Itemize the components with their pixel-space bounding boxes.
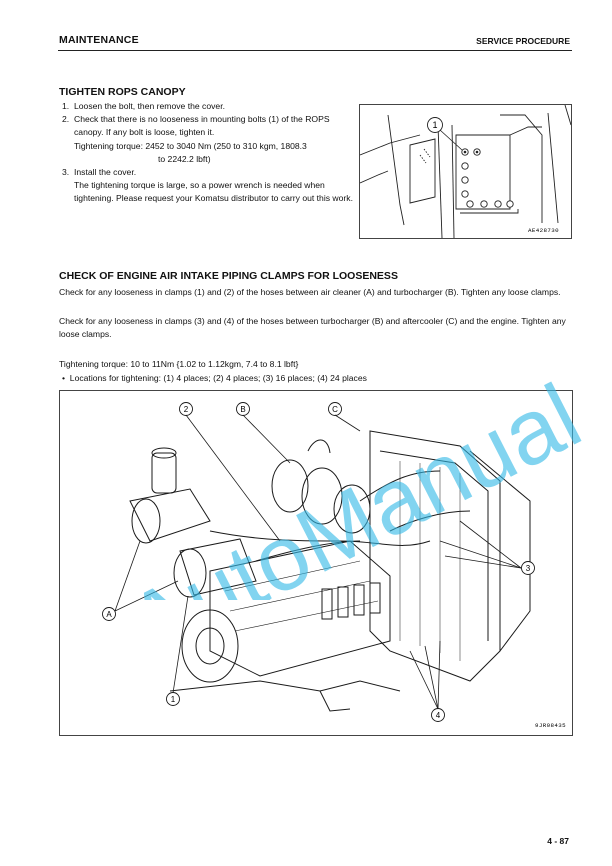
rops-callout-1: 1 — [432, 120, 437, 130]
callout-circle — [427, 117, 443, 133]
rops-step-2: 2. Check that there is no looseness in m… — [59, 113, 357, 166]
rops-step-1: 1. Loosen the bolt, then remove the cove… — [59, 100, 357, 113]
callout-1: 1 — [171, 695, 176, 704]
rops-steps: 1. Loosen the bolt, then remove the cove… — [59, 100, 357, 205]
rops-torque-line2: to 2242.2 lbft) — [158, 154, 211, 164]
engine-figure-code: 9JR08435 — [535, 722, 566, 729]
callout-B: B — [240, 405, 245, 414]
page-number: 4 - 87 — [547, 836, 569, 846]
step-number: 2. — [62, 114, 70, 124]
rops-figure: 1 AE428730 — [359, 104, 572, 239]
step-text: Check that there is no looseness in moun… — [74, 114, 330, 137]
rops-figure-code: AE428730 — [528, 227, 559, 234]
step-text: Install the cover. — [74, 167, 137, 177]
callout-4: 4 — [436, 711, 441, 720]
section-title: MAINTENANCE — [59, 34, 139, 46]
callout-C: C — [332, 405, 338, 414]
callout-3: 3 — [526, 564, 531, 573]
bullet-icon: • — [62, 373, 66, 383]
engine-paragraph-1: Check for any looseness in clamps (1) an… — [59, 287, 561, 297]
rops-torque: Tightening torque: 2452 to 3040 Nm (250 … — [74, 140, 357, 166]
header-rule — [58, 50, 572, 51]
step-number: 3. — [62, 167, 70, 177]
engine-drawing: 2 B C 3 A 1 4 9JR08435 — [102, 402, 566, 729]
engine-heading: CHECK OF ENGINE AIR INTAKE PIPING CLAMPS… — [59, 270, 398, 282]
engine-figure: 2 B C 3 A 1 4 9JR08435 — [59, 390, 573, 736]
step-text: Loosen the bolt, then remove the cover. — [74, 101, 225, 111]
callout-2: 2 — [184, 405, 189, 414]
rops-canopy-drawing: 1 AE428730 — [359, 104, 572, 239]
engine-bullet: • Locations for tightening: (1) 4 places… — [62, 372, 572, 385]
bullet-text: Locations for tightening: (1) 4 places; … — [69, 373, 367, 383]
rops-step-3: 3. Install the cover. The tightening tor… — [59, 166, 357, 205]
step-number: 1. — [62, 101, 70, 111]
callout-A: A — [106, 610, 112, 619]
engine-torque: Tightening torque: 10 to 11Nm {1.02 to 1… — [59, 359, 299, 369]
engine-paragraph-2: Check for any looseness in clamps (3) an… — [59, 316, 566, 340]
rops-torque-line1: Tightening torque: 2452 to 3040 Nm (250 … — [74, 141, 307, 151]
subsection-title: SERVICE PROCEDURE — [476, 36, 570, 46]
rops-note: The tightening torque is large, so a pow… — [74, 180, 353, 203]
rops-heading: TIGHTEN ROPS CANOPY — [59, 86, 186, 98]
